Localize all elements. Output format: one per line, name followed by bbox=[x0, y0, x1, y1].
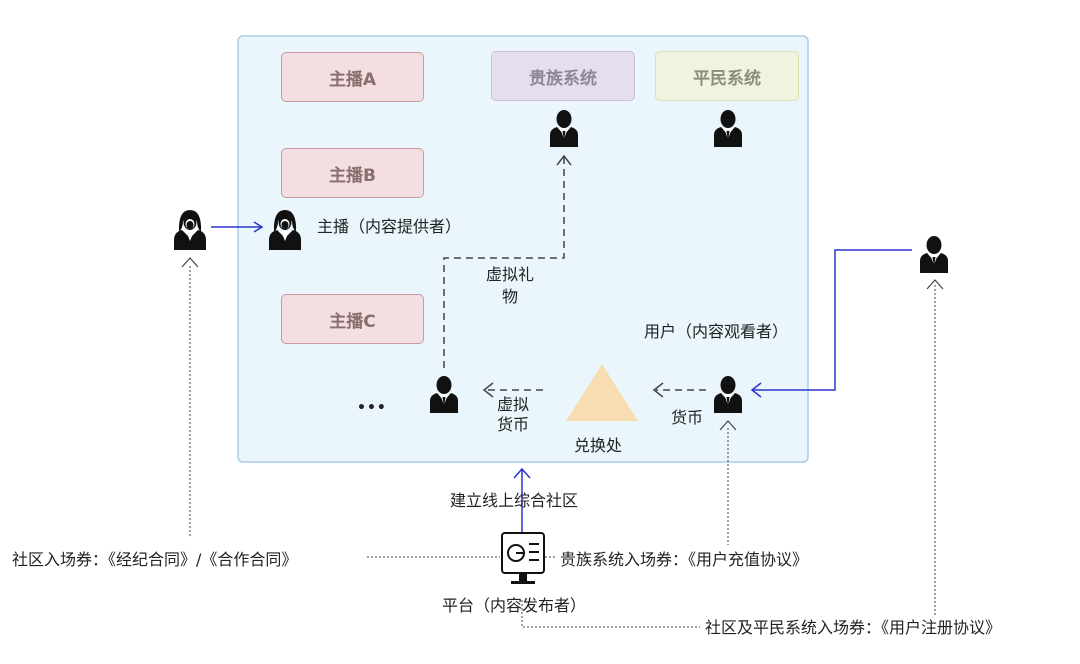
noble-system-box: 贵族系统 bbox=[491, 51, 635, 101]
platform-panel bbox=[237, 35, 809, 463]
user-role-label: 用户（内容观看者） bbox=[644, 322, 789, 341]
ellipsis: ••• bbox=[357, 400, 387, 416]
currency-label: 货币 bbox=[671, 408, 704, 427]
exchange-triangle-icon bbox=[566, 364, 638, 421]
virtual-currency-label: 虚拟 货币 bbox=[496, 395, 529, 435]
female-person-icon bbox=[174, 210, 206, 250]
anchor-b-box: 主播B bbox=[281, 148, 424, 198]
virtual-gift-label: 虚拟礼 物 bbox=[485, 265, 534, 307]
platform-label: 平台（内容发布者） bbox=[442, 596, 587, 615]
common-system-box: 平民系统 bbox=[655, 51, 799, 101]
anchor-role-label: 主播（内容提供者） bbox=[317, 217, 462, 236]
common-ticket-label: 社区及平民系统入场券：《用户注册协议》 bbox=[705, 618, 1002, 637]
platform-monitor-icon bbox=[501, 532, 545, 584]
anchor-c-box: 主播C bbox=[281, 294, 424, 344]
exchange-label: 兑换处 bbox=[574, 436, 623, 455]
community-ticket-label: 社区入场券：《经纪合同》/《合作合同》 bbox=[12, 550, 298, 569]
male-person-icon bbox=[920, 236, 948, 273]
noble-ticket-label: 贵族系统入场券：《用户充值协议》 bbox=[560, 550, 809, 569]
build-community-label: 建立线上综合社区 bbox=[450, 491, 579, 510]
anchor-a-box: 主播A bbox=[281, 52, 424, 102]
